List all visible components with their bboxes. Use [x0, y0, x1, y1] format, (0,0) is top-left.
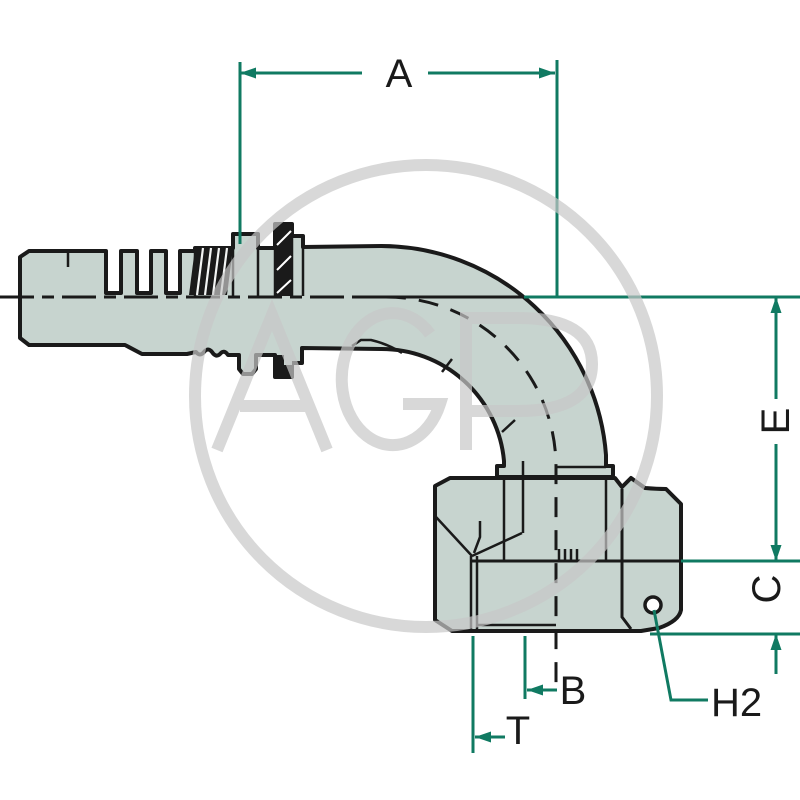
vertical-centerline — [385, 295, 558, 688]
dimension-label-a: A — [386, 52, 413, 96]
dimension-b: B — [523, 636, 587, 713]
dimension-c: C — [650, 559, 800, 674]
dimension-label-h2: H2 — [711, 681, 762, 725]
thread-ticks — [557, 549, 579, 560]
watermark — [189, 159, 663, 633]
dimension-label-e: E — [754, 408, 798, 435]
orifice-hole — [643, 595, 663, 615]
dimension-e: E — [524, 295, 800, 561]
nut-hex-edge — [620, 489, 633, 630]
dimension-a: A — [238, 52, 559, 297]
centerlines — [0, 295, 558, 688]
watermark-letter-a — [211, 299, 333, 453]
dimension-t: T — [471, 636, 530, 753]
dimension-label-c: C — [745, 575, 789, 604]
watermark-letter-p — [460, 312, 599, 450]
inner-bend-step — [351, 338, 403, 355]
watermark-circle — [189, 159, 663, 633]
dimension-label-b: B — [560, 669, 587, 713]
dimension-label-t: T — [506, 709, 530, 753]
watermark-letter-g — [335, 307, 449, 452]
bend-segment-ticks — [441, 358, 516, 433]
leader-h2: H2 — [652, 609, 762, 725]
spring-guard-block — [276, 224, 292, 296]
nut-cone-lines — [435, 516, 523, 558]
tube-in-nut-edges — [472, 461, 608, 560]
